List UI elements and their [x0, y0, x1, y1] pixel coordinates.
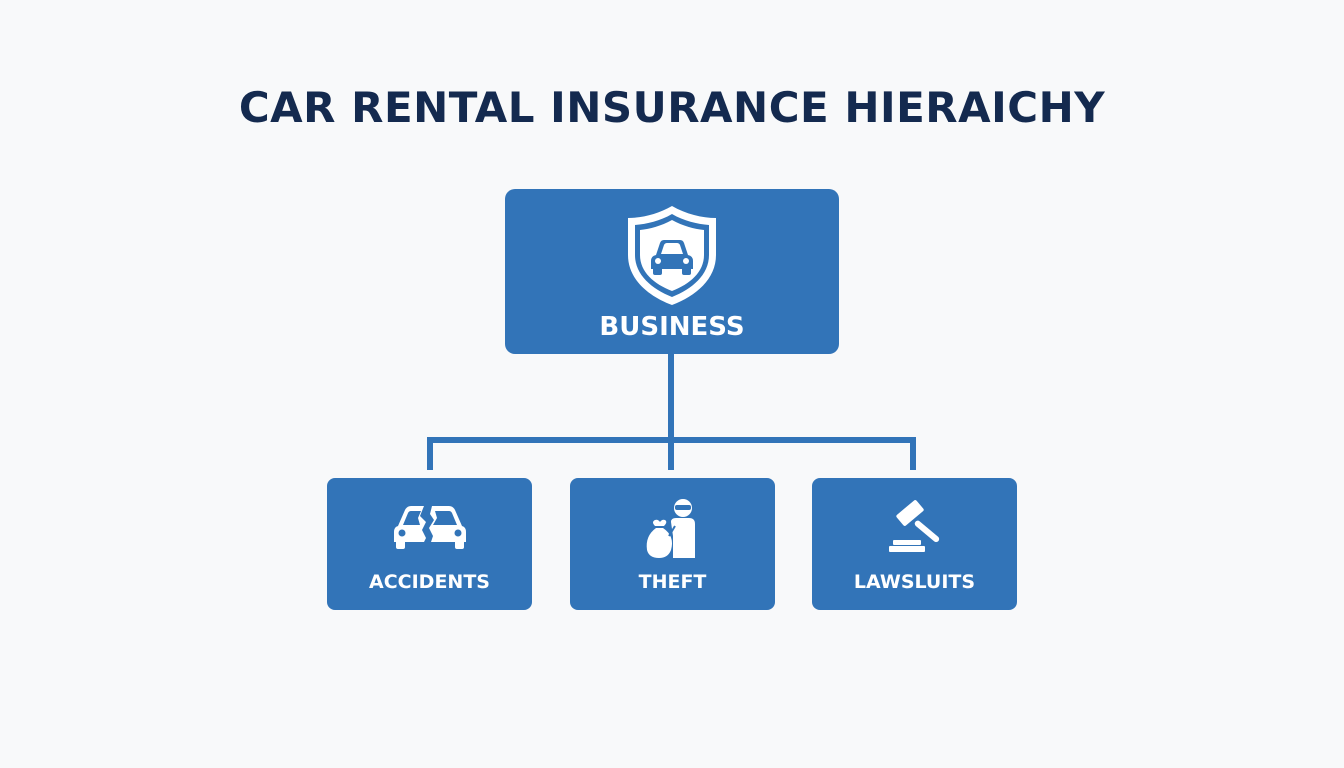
node-business: BUSINESS: [505, 189, 839, 354]
car-collision-icon: [393, 506, 466, 549]
diagram-title: CAR RENTAL INSURANCE HIERAICHY: [238, 83, 1106, 132]
node-accidents-label: ACCIDENTS: [369, 571, 490, 593]
node-lawsuits-label: LAWSLUITS: [853, 571, 976, 593]
shield-car-icon: [628, 206, 716, 305]
node-lawsuits: LAWSLUITS: [812, 478, 1017, 610]
node-theft: THEFT: [570, 478, 775, 610]
gavel-icon: [888, 500, 939, 552]
node-accidents: ACCIDENTS: [327, 478, 532, 610]
node-business-label: BUSINESS: [599, 312, 745, 342]
node-theft-label: THEFT: [638, 571, 707, 593]
thief-icon: [646, 499, 695, 558]
